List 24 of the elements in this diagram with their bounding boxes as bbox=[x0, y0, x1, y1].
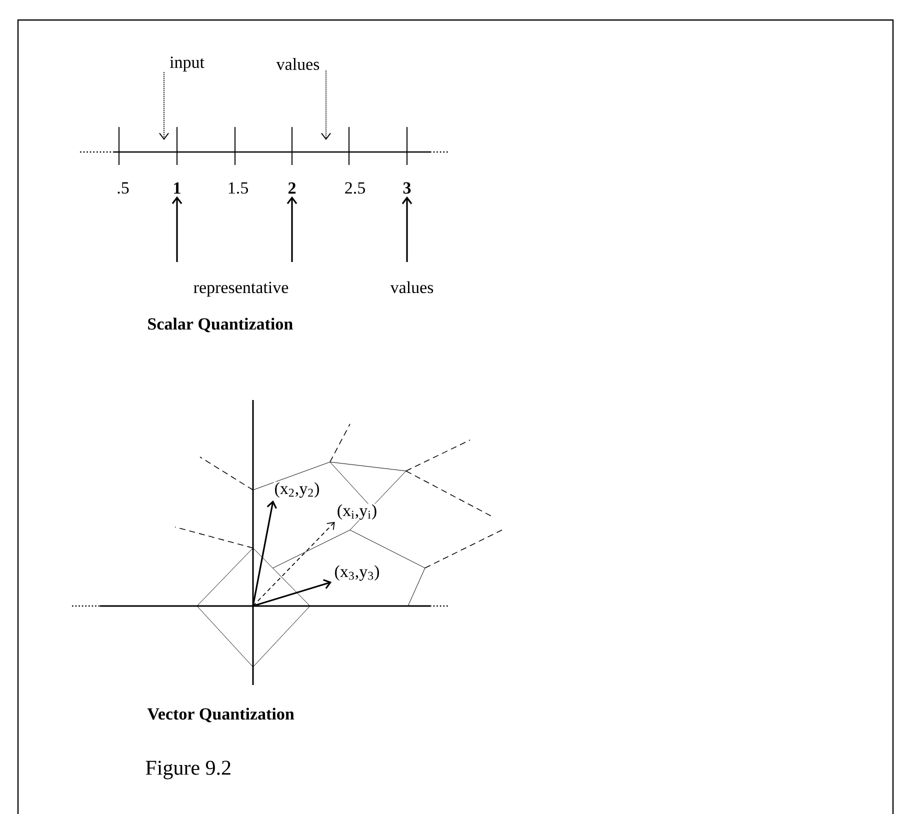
vector-arrow bbox=[252, 579, 332, 607]
caption: Figure 9.2 bbox=[146, 760, 230, 780]
tick-label: 2.5 bbox=[345, 182, 365, 194]
tick-label: .5 bbox=[118, 182, 129, 194]
heading: Scalar Quantization bbox=[148, 318, 293, 332]
pointer-arrow bbox=[321, 70, 331, 140]
vector-label: (x$_{2}$,y$_{2}$) bbox=[274, 482, 320, 498]
axis-label: representative bbox=[194, 282, 288, 297]
vector-arrow bbox=[252, 500, 277, 606]
vector-arrow bbox=[252, 522, 335, 606]
pointer-arrow bbox=[159, 72, 169, 140]
tick-label: 1 bbox=[174, 182, 180, 194]
axis-label: input bbox=[170, 56, 204, 72]
vector-label: (x$_{3}$,y$_{3}$) bbox=[334, 564, 380, 582]
pointer-arrow bbox=[172, 196, 182, 262]
tick-label: 1.5 bbox=[228, 182, 248, 194]
vector-label: (x$_{i}$,y$_{i}$) bbox=[336, 504, 378, 520]
pointer-arrow bbox=[286, 196, 298, 262]
pointer-arrow bbox=[402, 196, 412, 262]
heading: Vector Quantization bbox=[147, 708, 294, 722]
tick-label: 2 bbox=[288, 182, 296, 194]
axis-label: values bbox=[390, 281, 434, 294]
tick-label: 3 bbox=[403, 182, 411, 194]
axis-label: values bbox=[276, 58, 320, 70]
